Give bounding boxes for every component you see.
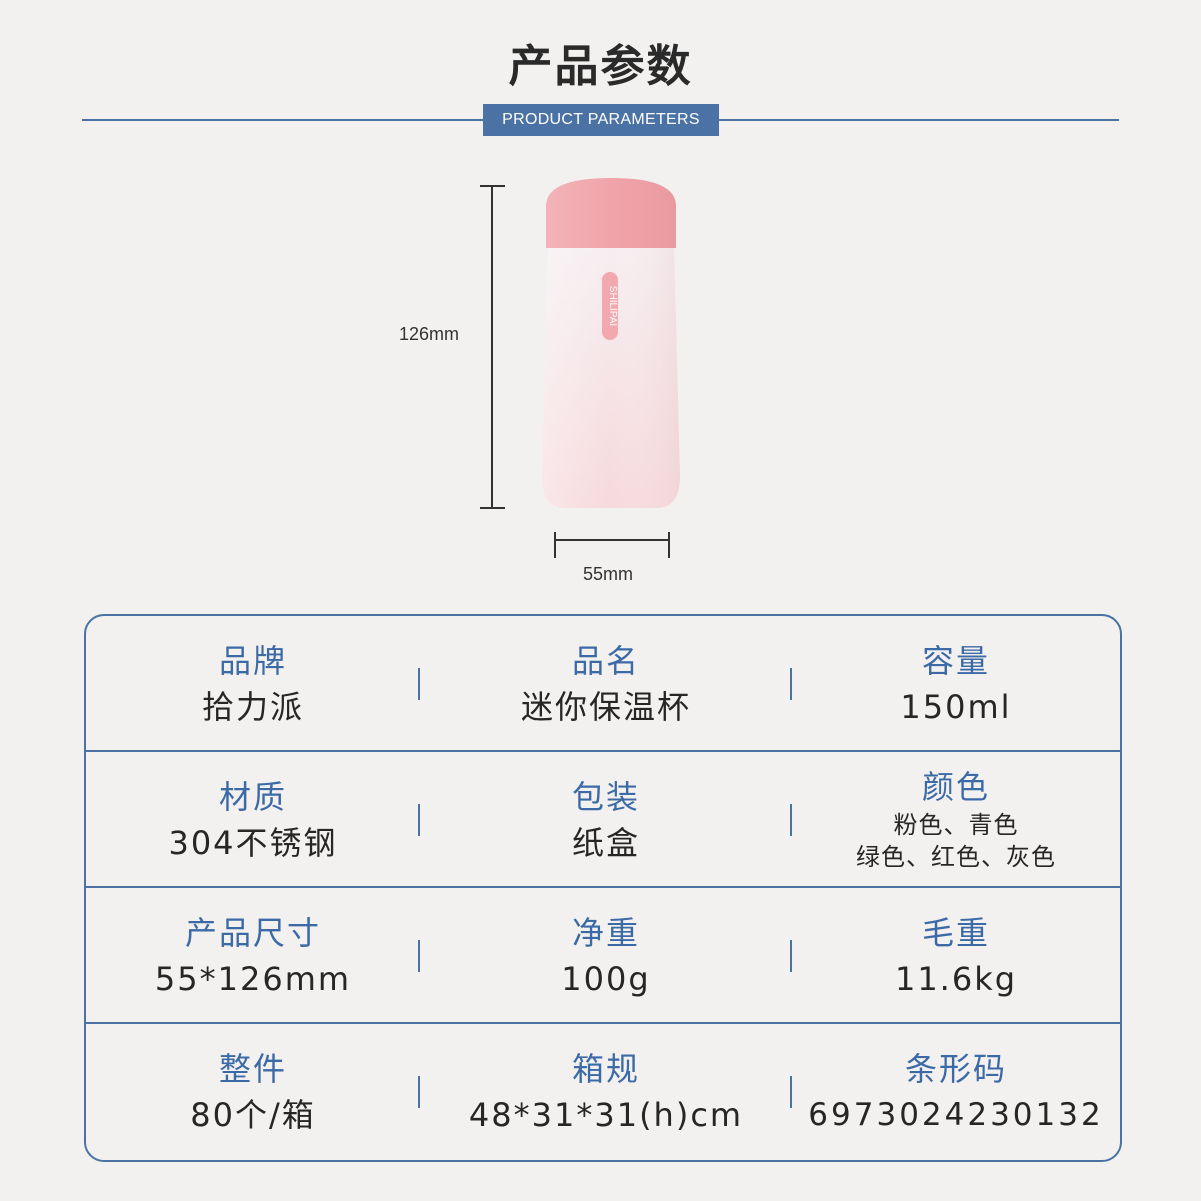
param-value: 304不锈钢 — [168, 824, 338, 862]
param-cell-net-weight: 净重 100g — [420, 888, 792, 1024]
param-cell-brand: 品牌 拾力派 — [86, 616, 420, 752]
param-label: 毛重 — [921, 914, 990, 952]
param-value-line2: 绿色、红色、灰色 — [856, 843, 1056, 871]
param-label: 品牌 — [218, 642, 287, 680]
column-separator — [418, 940, 420, 972]
param-value: 拾力派 — [201, 688, 304, 726]
param-value: 55*126mm — [154, 960, 352, 998]
column-separator — [418, 804, 420, 836]
param-value: 150ml — [900, 688, 1012, 726]
column-separator — [418, 668, 420, 700]
width-dimension-label: 55mm — [583, 564, 634, 584]
param-label: 产品尺寸 — [184, 914, 321, 952]
param-cell-name: 品名 迷你保温杯 — [420, 616, 792, 752]
page-title: 产品参数 — [508, 41, 693, 92]
param-cell-capacity: 容量 150ml — [792, 616, 1120, 752]
table-row: 材质 304不锈钢 包装 纸盒 颜色 粉色、青色 绿色、红色、灰色 — [86, 750, 1120, 888]
param-cell-color: 颜色 粉色、青色 绿色、红色、灰色 — [792, 752, 1120, 888]
param-label: 材质 — [218, 778, 287, 816]
param-label: 品名 — [571, 642, 640, 680]
param-cell-size: 产品尺寸 55*126mm — [86, 888, 420, 1024]
param-value: 迷你保温杯 — [520, 688, 691, 726]
page-subtitle: PRODUCT PARAMETERS — [483, 104, 719, 136]
dimension-lines — [480, 185, 670, 558]
param-label: 箱规 — [571, 1050, 640, 1088]
param-cell-carton-size: 箱规 48*31*31(h)cm — [420, 1024, 792, 1160]
height-dimension-label: 126mm — [399, 324, 460, 344]
column-separator — [790, 668, 792, 700]
bottle-lid — [546, 178, 676, 248]
param-cell-material: 材质 304不锈钢 — [86, 752, 420, 888]
param-value: 80个/箱 — [190, 1096, 316, 1134]
param-value: 11.6kg — [894, 960, 1018, 998]
header-rule-right — [718, 119, 1119, 121]
header-rule-left — [82, 119, 484, 121]
param-label: 净重 — [571, 914, 640, 952]
param-label: 容量 — [921, 642, 990, 680]
param-label: 条形码 — [904, 1050, 1007, 1088]
param-label: 包装 — [571, 778, 640, 816]
param-label: 整件 — [218, 1050, 287, 1088]
brand-badge-text: SHILIPAI — [607, 286, 618, 326]
table-row: 整件 80个/箱 箱规 48*31*31(h)cm 条形码 6973024230… — [86, 1022, 1120, 1160]
thermos-bottle-image: SHILIPAI — [542, 178, 680, 508]
column-separator — [790, 804, 792, 836]
param-value: 6973024230132 — [808, 1097, 1104, 1133]
column-separator — [790, 1076, 792, 1108]
parameters-table: 品牌 拾力派 品名 迷你保温杯 容量 150ml 材质 304不锈钢 包装 纸盒… — [84, 614, 1122, 1162]
table-row: 品牌 拾力派 品名 迷你保温杯 容量 150ml — [86, 616, 1120, 752]
param-value: 100g — [561, 960, 651, 998]
param-value: 48*31*31(h)cm — [468, 1096, 744, 1134]
param-cell-gross-weight: 毛重 11.6kg — [792, 888, 1120, 1024]
table-row: 产品尺寸 55*126mm 净重 100g 毛重 11.6kg — [86, 886, 1120, 1024]
column-separator — [790, 940, 792, 972]
param-cell-carton-qty: 整件 80个/箱 — [86, 1024, 420, 1160]
column-separator — [418, 1076, 420, 1108]
param-cell-barcode: 条形码 6973024230132 — [792, 1024, 1120, 1160]
brand-badge — [602, 272, 618, 340]
param-value-line1: 粉色、青色 — [893, 811, 1019, 839]
param-value: 纸盒 — [571, 824, 640, 862]
param-cell-packaging: 包装 纸盒 — [420, 752, 792, 888]
param-label: 颜色 — [921, 768, 990, 806]
